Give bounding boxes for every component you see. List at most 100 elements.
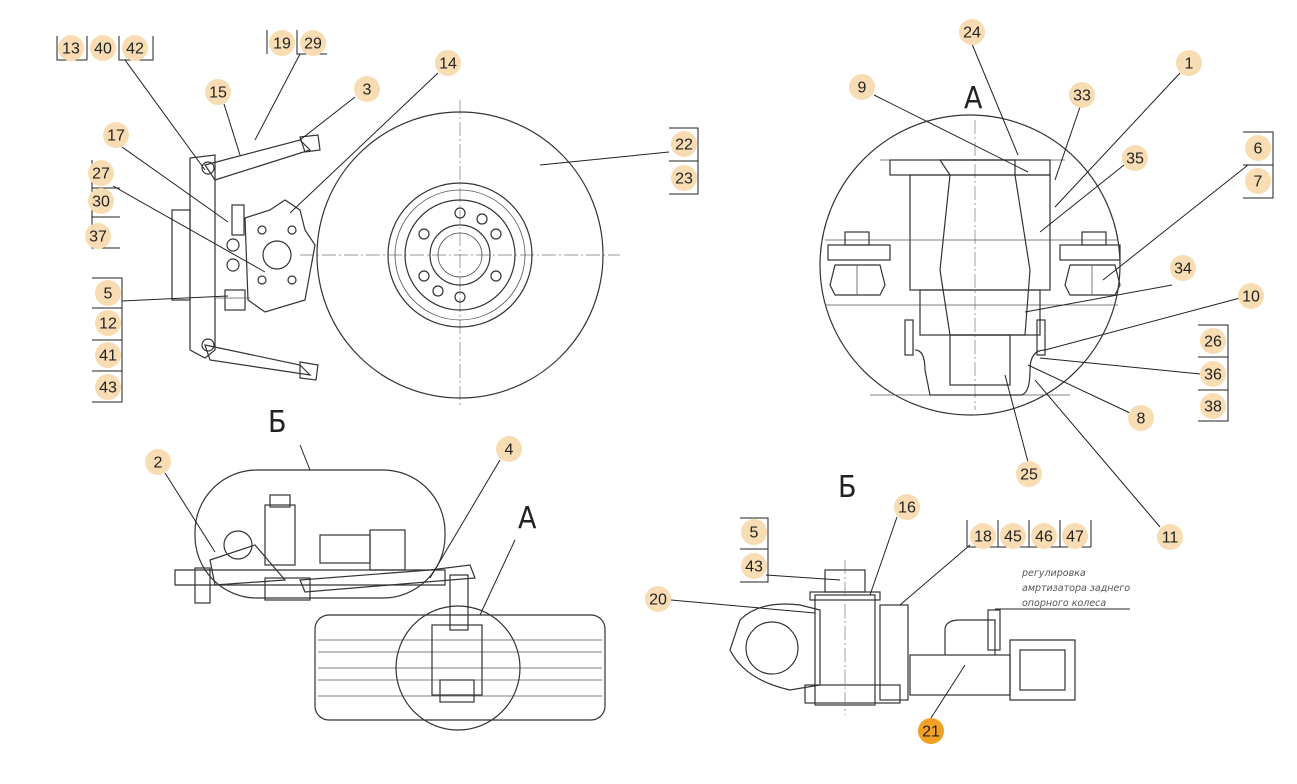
callout-42: 42 <box>122 35 148 61</box>
leader-line <box>299 96 356 141</box>
leader-line <box>1054 72 1181 208</box>
callout-bracket <box>1243 131 1274 199</box>
callout-circle <box>95 310 121 336</box>
callout-circle <box>1062 523 1088 549</box>
callout-number: 10 <box>1242 289 1260 306</box>
callout-number: 2 <box>154 455 163 472</box>
callout-number: 24 <box>963 25 981 42</box>
callout-22: 22 <box>671 131 697 157</box>
leader-line <box>479 539 516 616</box>
callout-43: 43 <box>741 553 767 579</box>
callout-circle <box>1016 461 1042 487</box>
callout-circle <box>849 74 875 100</box>
callout-number: 8 <box>1137 411 1146 428</box>
leader-line <box>1004 374 1029 463</box>
note-line: регулировка <box>1021 568 1086 579</box>
callout-circle <box>959 19 985 45</box>
callout-number: 22 <box>675 137 693 154</box>
callout-number: 45 <box>1004 529 1022 546</box>
callout-41: 41 <box>95 342 121 368</box>
callout-number: 33 <box>1073 88 1091 105</box>
detail-a-section <box>819 114 1121 416</box>
bracket-side-view <box>171 134 321 381</box>
callout-number: 20 <box>649 592 667 609</box>
wheel-side-view <box>300 100 620 405</box>
callout-circle <box>95 342 121 368</box>
callout-number: 14 <box>439 56 457 73</box>
callout-circle <box>85 223 111 249</box>
callout-number: 37 <box>89 229 107 246</box>
callout-number: 40 <box>94 41 112 58</box>
callout-circle <box>58 35 84 61</box>
callout-circle <box>1245 168 1271 194</box>
callout-circle <box>671 165 697 191</box>
callout-circle <box>1157 524 1183 550</box>
callout-number: 35 <box>1126 151 1144 168</box>
callout-43: 43 <box>95 374 121 400</box>
callout-14: 14 <box>435 50 461 76</box>
callout-3: 3 <box>354 76 380 102</box>
leader-line <box>254 53 301 141</box>
leader-lines <box>112 43 1249 719</box>
leader-line <box>765 574 841 581</box>
callout-number: 29 <box>304 36 322 53</box>
callout-36: 36 <box>1200 361 1226 387</box>
callout-40: 40 <box>90 35 116 61</box>
leader-line <box>971 43 1019 156</box>
callout-16: 16 <box>894 494 920 520</box>
leader-line <box>121 295 229 302</box>
callout-circle <box>970 523 996 549</box>
callout-circle <box>354 76 380 102</box>
callout-6: 6 <box>1245 135 1271 161</box>
leader-line <box>223 103 241 156</box>
view-b-label-top: Б <box>268 405 287 440</box>
callout-number: 19 <box>273 36 291 53</box>
callout-circle <box>645 586 671 612</box>
callout-number: 42 <box>126 41 144 58</box>
callout-circle <box>1128 405 1154 431</box>
leader-line <box>1034 379 1161 528</box>
callout-circle <box>671 131 697 157</box>
callout-1: 1 <box>1176 50 1202 76</box>
leader-line <box>539 151 670 166</box>
callout-23: 23 <box>671 165 697 191</box>
callout-circle <box>145 449 171 475</box>
callout-circle <box>918 718 944 744</box>
callout-number: 43 <box>745 559 763 576</box>
callout-number: 5 <box>104 286 113 303</box>
callout-number: 5 <box>750 525 759 542</box>
view-b-detail <box>729 560 1076 715</box>
callout-number: 30 <box>92 194 110 211</box>
callout-number: 12 <box>99 316 117 333</box>
callout-number: 15 <box>209 85 227 102</box>
callout-45: 45 <box>1000 523 1026 549</box>
leader-line <box>1044 297 1241 351</box>
note-line: амртизатора заднего <box>1022 583 1130 594</box>
callout-21: 21 <box>918 718 944 744</box>
leader-line <box>112 185 266 273</box>
callout-group-brackets <box>56 30 1274 583</box>
callout-number: 9 <box>858 80 867 97</box>
callout-number: 4 <box>505 442 514 459</box>
callout-37: 37 <box>85 223 111 249</box>
callout-18: 18 <box>970 523 996 549</box>
callout-4: 4 <box>496 436 522 462</box>
callout-number: 21 <box>922 724 940 741</box>
callout-17: 17 <box>103 122 129 148</box>
callout-circle <box>88 188 114 214</box>
view-a-title: A <box>964 81 983 116</box>
leader-line <box>289 72 439 214</box>
callout-number: 3 <box>363 82 372 99</box>
callout-circle <box>1245 135 1271 161</box>
callout-circle <box>741 519 767 545</box>
callout-circle <box>1170 255 1196 281</box>
callout-30: 30 <box>88 188 114 214</box>
leader-line <box>164 472 216 553</box>
leader-line <box>1027 364 1131 414</box>
callout-circle <box>1238 283 1264 309</box>
callout-circle <box>1176 50 1202 76</box>
callout-8: 8 <box>1128 405 1154 431</box>
adjustment-note: регулировка амртизатора заднего опорного… <box>1021 568 1130 609</box>
callout-33: 33 <box>1069 82 1095 108</box>
